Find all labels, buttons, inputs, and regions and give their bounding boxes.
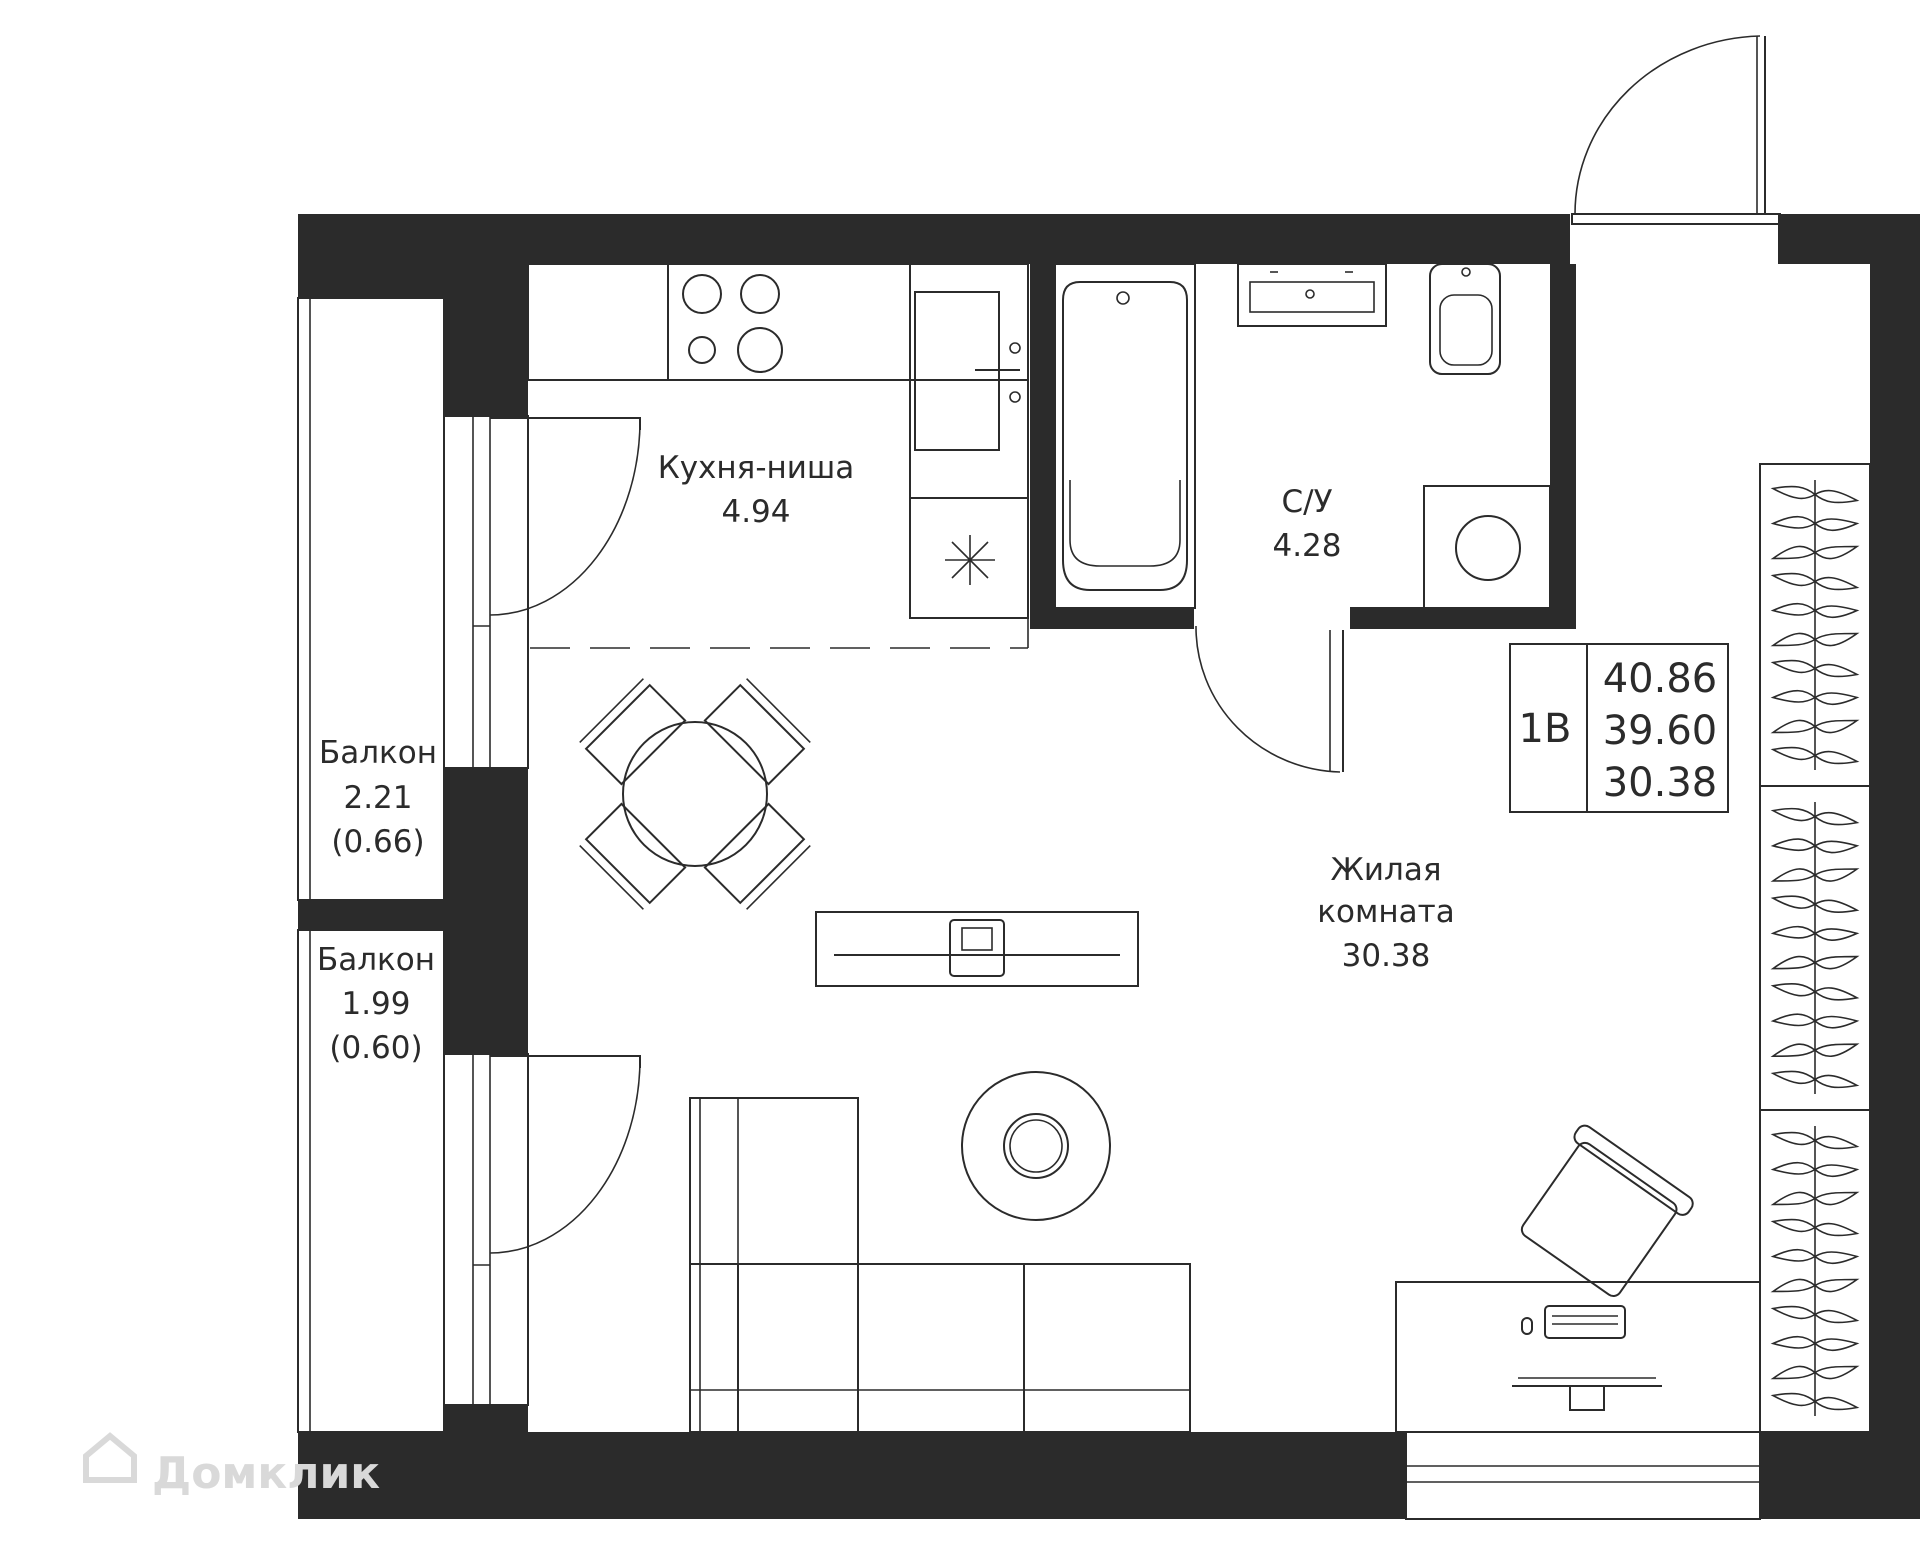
hanger-icon	[1770, 632, 1860, 647]
hanger-icon	[1770, 1043, 1860, 1058]
bathroom-fixtures	[1054, 263, 1551, 609]
hanger-icon	[1770, 955, 1860, 970]
balcony2-area: 1.99	[341, 986, 410, 1022]
hob-burner-icon	[682, 274, 722, 314]
toilet-icon	[1429, 263, 1501, 375]
hanger-icon	[1770, 1131, 1860, 1150]
hanger-icon	[1770, 983, 1860, 1001]
hanger-icon	[1770, 895, 1860, 913]
kitchen-unit	[527, 263, 1029, 649]
wardrobe	[1759, 463, 1871, 1433]
hanger-icon	[1770, 1013, 1860, 1029]
hanger-icon	[1770, 1278, 1860, 1293]
balcony2-name: Балкон	[317, 942, 435, 978]
apartment-type: 1В	[1519, 706, 1572, 752]
hanger-icon	[1770, 602, 1860, 619]
apartment-summary: 1В 40.86 39.60 30.38	[1509, 643, 1729, 813]
balcony-strip	[297, 297, 445, 1433]
balcony1-area: 2.21	[343, 780, 412, 816]
hanger-icon	[1770, 746, 1860, 765]
fridge-snowflake-icon	[945, 535, 995, 585]
hanger-icon	[1770, 515, 1860, 532]
mouse-icon	[1521, 1317, 1533, 1335]
hanger-icon	[1770, 1248, 1860, 1265]
tv-stand	[815, 911, 1139, 987]
room-labels: Кухня-ниша 4.94 С/У 4.28 Жилая комната 3…	[317, 450, 1455, 1066]
kitchen-area: 4.94	[721, 494, 790, 530]
living-name-2: комната	[1317, 894, 1454, 930]
keyboard-icon	[1544, 1305, 1626, 1339]
hob-burner-icon	[688, 336, 716, 364]
balcony1-reduced: (0.66)	[331, 824, 424, 860]
hanger-icon	[1770, 1392, 1860, 1411]
hanger-icon	[1770, 659, 1860, 678]
hanger-icon	[1770, 925, 1860, 941]
hob-burner-icon	[737, 327, 783, 373]
watermark-text: Домклик	[152, 1448, 380, 1499]
living-name-1: Жилая	[1331, 852, 1442, 888]
hanger-icon	[1770, 838, 1860, 854]
hob-burner-icon	[740, 274, 780, 314]
coffee-table	[961, 1071, 1111, 1221]
bathroom-name: С/У	[1282, 484, 1333, 520]
living-area: 30.38	[1603, 760, 1718, 806]
desk	[1395, 1124, 1761, 1433]
washbasin-icon	[1237, 263, 1387, 327]
hanger-icon	[1770, 1161, 1860, 1178]
hanger-icon	[1770, 1070, 1860, 1089]
hanger-icon	[1770, 868, 1860, 882]
balcony2-reduced: (0.60)	[329, 1030, 422, 1066]
hanger-icon	[1770, 1365, 1860, 1380]
balcony1-name: Балкон	[319, 735, 437, 771]
hanger-icon	[1770, 485, 1860, 504]
living-area-label: 30.38	[1342, 938, 1431, 974]
walls	[298, 214, 1920, 1519]
dining-set	[579, 678, 811, 910]
bathroom-area: 4.28	[1272, 528, 1341, 564]
washing-machine-icon	[1423, 485, 1551, 609]
area-without-balcony: 39.60	[1603, 708, 1718, 754]
watermark: Домклик	[83, 1432, 380, 1499]
sofa	[689, 1097, 1191, 1433]
kitchen-name: Кухня-ниша	[658, 450, 855, 486]
house-logo-icon	[83, 1432, 137, 1483]
hanger-icon	[1770, 545, 1860, 560]
hanger-icon	[1770, 689, 1860, 706]
total-area: 40.86	[1603, 656, 1718, 702]
hanger-icon	[1770, 719, 1860, 734]
doors	[489, 35, 1781, 1254]
hanger-icon	[1770, 807, 1860, 826]
hanger-icon	[1770, 1305, 1860, 1324]
hanger-icon	[1770, 1191, 1860, 1206]
hanger-icon	[1770, 1218, 1860, 1237]
hanger-icon	[1770, 572, 1860, 591]
hanger-icon	[1770, 1335, 1860, 1352]
